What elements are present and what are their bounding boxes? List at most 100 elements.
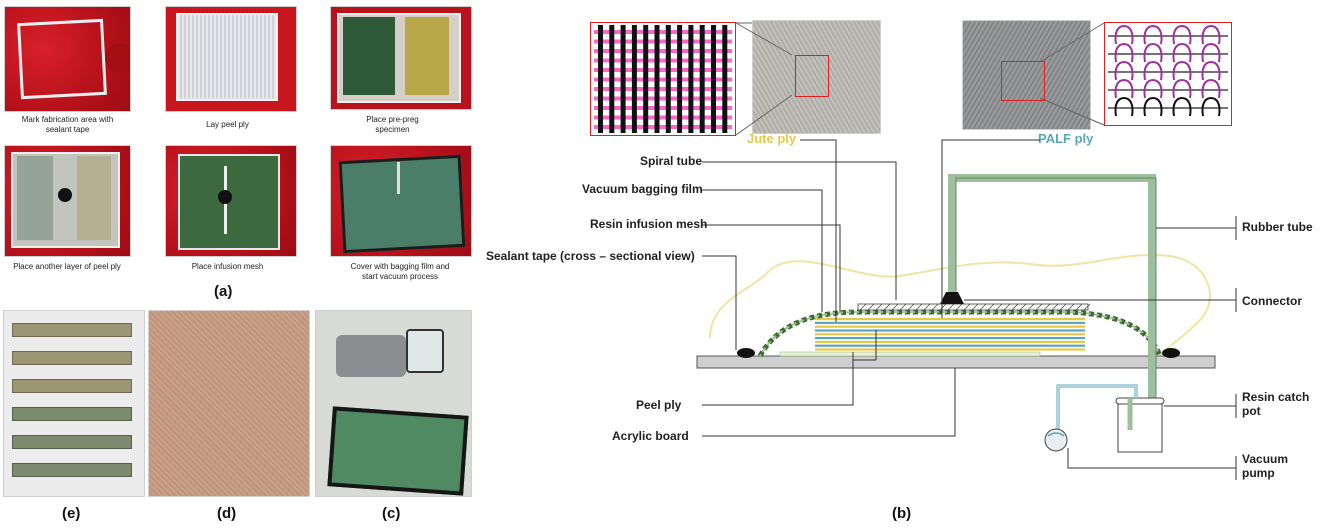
label-vacuum-pump: Vacuum pump <box>1242 452 1289 480</box>
mesh-hatch <box>955 303 963 311</box>
mesh-hatch <box>867 303 875 311</box>
mesh-hatch <box>899 303 907 311</box>
palf-zoom-box <box>1001 61 1045 101</box>
mesh-hatch <box>907 303 915 311</box>
mesh-hatch <box>1011 303 1019 311</box>
mesh-hatch <box>1003 303 1011 311</box>
panel-a-label: (a) <box>214 283 233 300</box>
connector <box>940 292 964 304</box>
label-resin-catch-pot: Resin catch pot <box>1242 390 1310 418</box>
label-acrylic-board: Acrylic board <box>612 429 689 443</box>
weave-warp <box>665 25 671 133</box>
mesh-hatch <box>931 303 939 311</box>
step5-photo <box>165 145 297 257</box>
panel-c-photo <box>315 310 472 497</box>
panel-a: Mark fabrication area with sealant tape … <box>0 0 475 300</box>
knit-loop <box>1114 96 1134 117</box>
mesh-hatch <box>1027 303 1035 311</box>
jute-ply-label: Jute ply <box>747 131 797 146</box>
weave-warp <box>643 25 649 133</box>
mesh-hatch <box>891 303 899 311</box>
mesh-hatch <box>875 303 883 311</box>
palf-ply-label: PALF ply <box>1038 131 1094 146</box>
step6-photo <box>330 145 472 257</box>
knit-loop <box>1143 78 1163 99</box>
step6-caption: Cover with bagging film and start vacuum… <box>350 262 450 281</box>
mesh-hatch <box>1019 303 1027 311</box>
label-rubber-tube: Rubber tube <box>1242 220 1313 234</box>
weave-weft <box>594 87 732 91</box>
step3-caption: Place pre-preg specimen <box>366 115 419 134</box>
label-connector: Connector <box>1242 294 1302 308</box>
ply-layer <box>815 321 1085 324</box>
weave-warp <box>654 25 660 133</box>
vacuum-infusion-schematic <box>696 22 1237 480</box>
ply-layer <box>815 337 1085 340</box>
weave-warp <box>677 25 683 133</box>
mesh-hatch <box>915 303 923 311</box>
mesh-hatch <box>1051 303 1059 311</box>
weave-warp <box>598 25 603 133</box>
weave-weft <box>594 77 732 82</box>
palf-knit-diagram <box>1104 22 1232 126</box>
weave-weft <box>594 68 732 72</box>
mesh-hatch <box>963 303 971 311</box>
step4-photo <box>4 145 131 257</box>
knit-loop <box>1114 42 1134 63</box>
step2-photo <box>165 6 297 112</box>
ply-layer <box>815 340 1085 343</box>
mesh-hatch <box>1067 303 1075 311</box>
mesh-hatch <box>923 303 931 311</box>
weave-weft <box>594 49 732 53</box>
spiral-tube <box>757 309 1163 358</box>
mesh-hatch <box>1035 303 1043 311</box>
weave-warp <box>699 25 705 133</box>
ply-layer <box>815 325 1085 328</box>
weave-weft <box>594 39 732 44</box>
weave-warp <box>609 25 615 133</box>
knit-loop <box>1114 60 1134 81</box>
label-peel-ply: Peel ply <box>636 398 682 412</box>
step4-caption: Place another layer of peel ply <box>13 262 121 271</box>
weave-weft <box>594 106 732 110</box>
mesh-hatch <box>859 303 867 311</box>
weave-weft <box>594 58 732 63</box>
resin-catch-pot <box>1117 403 1163 453</box>
weave-warp <box>722 25 728 133</box>
jute-weave-diagram <box>590 22 736 136</box>
weave-warp <box>711 25 716 133</box>
label-sealant-tape: Sealant tape (cross – sectional view) <box>486 249 695 263</box>
knit-loop <box>1172 96 1192 117</box>
palf-photo <box>962 20 1091 130</box>
mesh-hatch <box>947 303 955 311</box>
panel-c-label: (c) <box>382 505 401 522</box>
weave-weft <box>594 30 732 34</box>
mesh-hatch <box>1059 303 1067 311</box>
knit-loop <box>1201 60 1221 81</box>
weave-weft <box>594 115 732 120</box>
ply-layer <box>815 333 1085 336</box>
panel-b-label: (b) <box>892 505 912 522</box>
mesh-hatch <box>971 303 979 311</box>
mesh-hatch <box>1083 303 1091 311</box>
label-vacuum-bagging-film: Vacuum bagging film <box>582 182 703 196</box>
knit-loop <box>1114 24 1134 45</box>
step5-caption: Place infusion mesh <box>191 262 264 271</box>
weave-weft <box>594 96 732 101</box>
weave-warp <box>631 25 637 133</box>
knit-loop <box>1201 78 1221 99</box>
knit-loop <box>1143 24 1163 45</box>
weave-warp <box>620 25 626 133</box>
knit-loop <box>1172 60 1192 81</box>
label-spiral-tube: Spiral tube <box>640 154 703 168</box>
mesh-hatch <box>1043 303 1051 311</box>
knit-loop <box>1143 96 1163 117</box>
step1-caption: Mark fabrication area with sealant tape <box>21 115 114 134</box>
label-resin-infusion-mesh: Resin infusion mesh <box>590 217 708 231</box>
ply-layer <box>815 329 1085 332</box>
step3-photo <box>330 6 472 110</box>
panel-d-photo <box>148 310 310 497</box>
jute-photo <box>752 20 881 134</box>
knit-loop <box>1143 42 1163 63</box>
acrylic-board <box>696 355 1216 369</box>
